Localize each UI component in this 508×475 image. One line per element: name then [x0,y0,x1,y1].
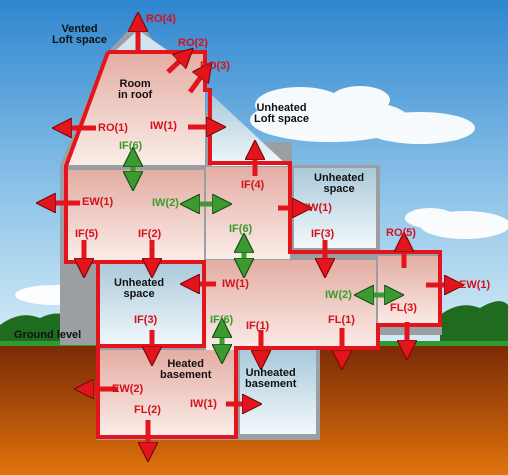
unheated-space-right-label: Unheated space [314,172,365,195]
label-if5: IF(5) [75,228,99,240]
label-if6-low: IF(6) [210,314,234,326]
vented-loft-label: Vented Loft space [52,23,108,46]
label-iw1-right: IW(1) [305,202,332,214]
label-iw1-mid: IW(1) [222,278,249,290]
label-iw1-base: IW(1) [190,398,217,410]
label-fl3: FL(3) [390,302,417,314]
trees [0,301,508,345]
label-ro1: RO(1) [98,122,128,134]
label-ro2: RO(2) [178,37,208,49]
label-ro4: RO(4) [146,13,176,25]
label-if6-mid: IF(6) [229,223,253,235]
label-if3-left: IF(3) [134,314,158,326]
unheated-basement-label: Unheated basement [245,367,297,390]
label-iw2-top: IW(2) [152,197,179,209]
label-if6-top: IF(6) [119,140,143,152]
label-fl1: FL(1) [328,314,355,326]
label-if2: IF(2) [138,228,162,240]
rooms [66,30,438,435]
internal-arrows [133,157,394,354]
unheated-loft-label: Unheated Loft space [254,102,310,125]
label-ro5: RO(5) [386,227,416,239]
label-iw2-right: IW(2) [325,289,352,301]
label-fl2: FL(2) [134,404,161,416]
label-ew2: EW(2) [112,383,144,395]
label-if3-right: IF(3) [311,228,335,240]
unheated-space-left-label: Unheated space [114,277,165,300]
label-ro3: RO(3) [200,60,230,72]
label-if4: IF(4) [241,179,265,191]
arrow-ro2 [166,55,186,74]
label-iw1-roof: IW(1) [150,120,177,132]
heated-basement-label: Heated basement [160,358,212,381]
label-ew1-left: EW(1) [82,196,114,208]
arrow-ro3 [187,70,206,94]
ground-level-label: Ground level [14,329,82,341]
label-if1: IF(1) [246,320,270,332]
heat-loss-arrows [46,22,454,452]
room-in-roof-label: Room in roof [118,78,153,101]
label-ew1-right: EW(1) [459,279,491,291]
